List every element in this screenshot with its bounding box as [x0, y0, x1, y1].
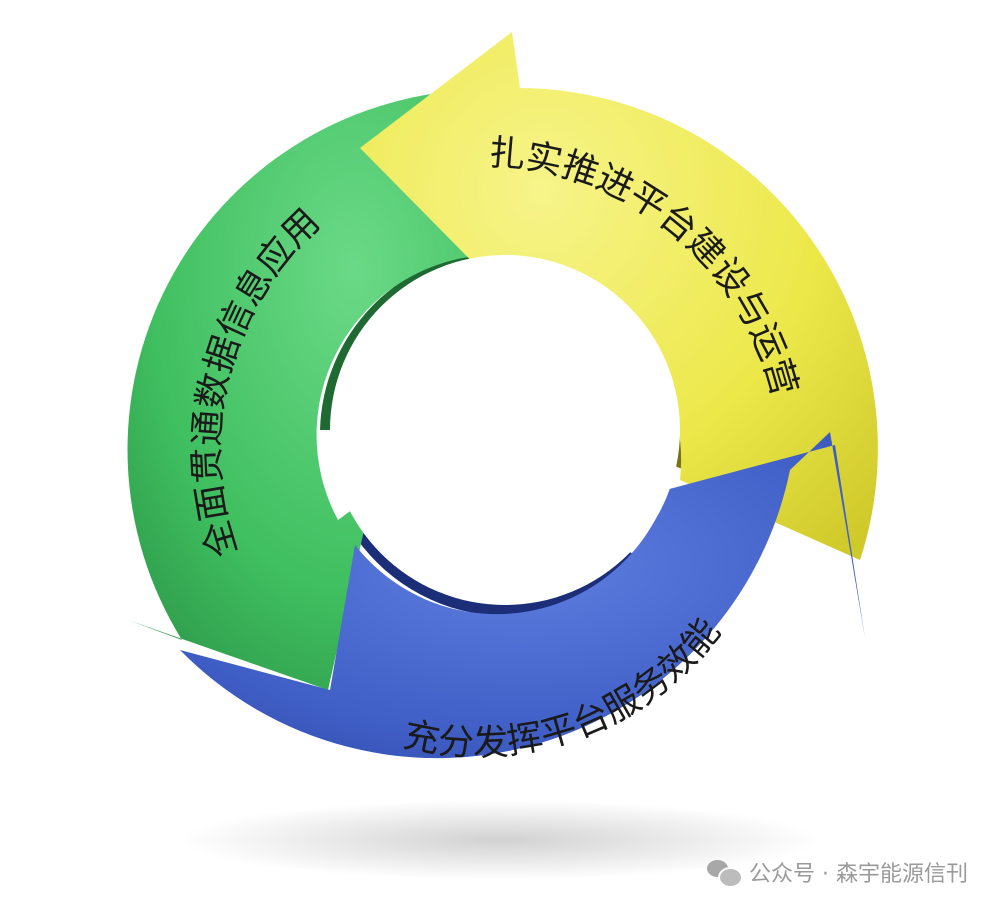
segment-green [127, 90, 505, 690]
watermark-text: 公众号 · 森宇能源信刊 [749, 862, 968, 887]
ring-center [330, 255, 680, 605]
watermark: 公众号 · 森宇能源信刊 [707, 856, 968, 888]
segment-yellow [360, 32, 878, 560]
segment-blue [180, 432, 865, 759]
wechat-icon [707, 858, 744, 888]
ground-shadow [180, 800, 820, 880]
